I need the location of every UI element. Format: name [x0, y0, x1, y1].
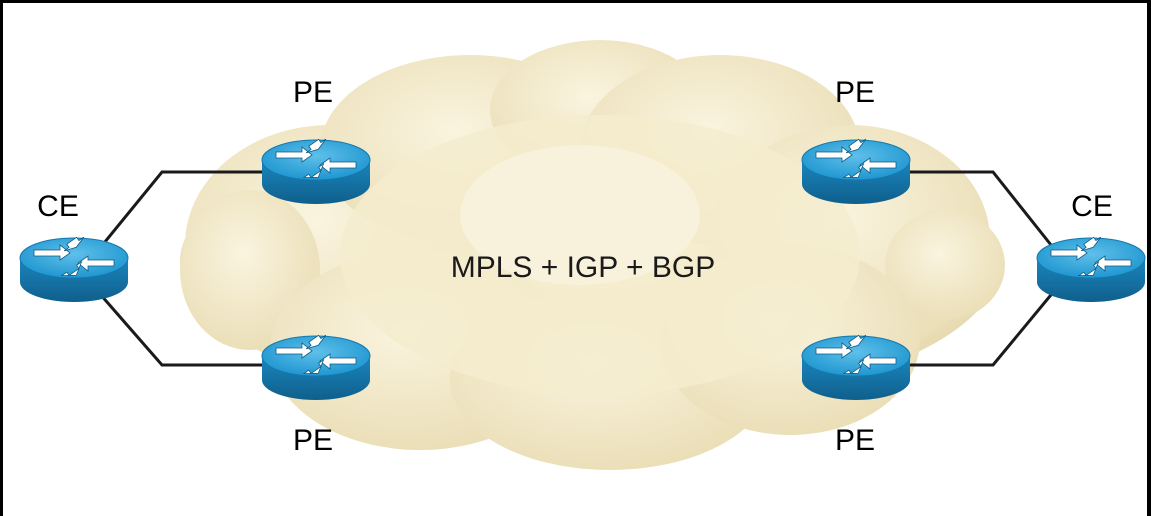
cloud-icon: [180, 40, 1005, 470]
pe-bottom-left-label: PE: [293, 424, 333, 457]
link-ce-right-pe-top-right: [910, 170, 1057, 251]
router-pe-top-left[interactable]: [261, 135, 371, 205]
link-ce-right-pe-bottom-right: [910, 289, 1057, 367]
router-pe-top-right[interactable]: [801, 135, 911, 205]
router-icon: [1036, 233, 1146, 303]
router-icon: [261, 135, 371, 205]
cloud-label: MPLS + IGP + BGP: [451, 251, 716, 284]
router-pe-bottom-left[interactable]: [261, 331, 371, 401]
router-icon: [801, 331, 911, 401]
pe-bottom-right-label: PE: [835, 424, 875, 457]
links: [98, 170, 1057, 367]
router-icon: [801, 135, 911, 205]
router-icon: [261, 331, 371, 401]
ce-left-label: CE: [37, 190, 79, 223]
router-ce-left[interactable]: [19, 233, 129, 303]
link-ce-left-pe-bottom-left: [98, 293, 262, 367]
pe-top-right-label: PE: [835, 76, 875, 109]
router-pe-bottom-right[interactable]: [801, 331, 911, 401]
pe-top-left-label: PE: [293, 76, 333, 109]
router-icon: [19, 233, 129, 303]
link-ce-left-pe-top-left: [98, 170, 262, 249]
ce-right-label: CE: [1071, 190, 1113, 223]
router-ce-right[interactable]: [1036, 233, 1146, 303]
